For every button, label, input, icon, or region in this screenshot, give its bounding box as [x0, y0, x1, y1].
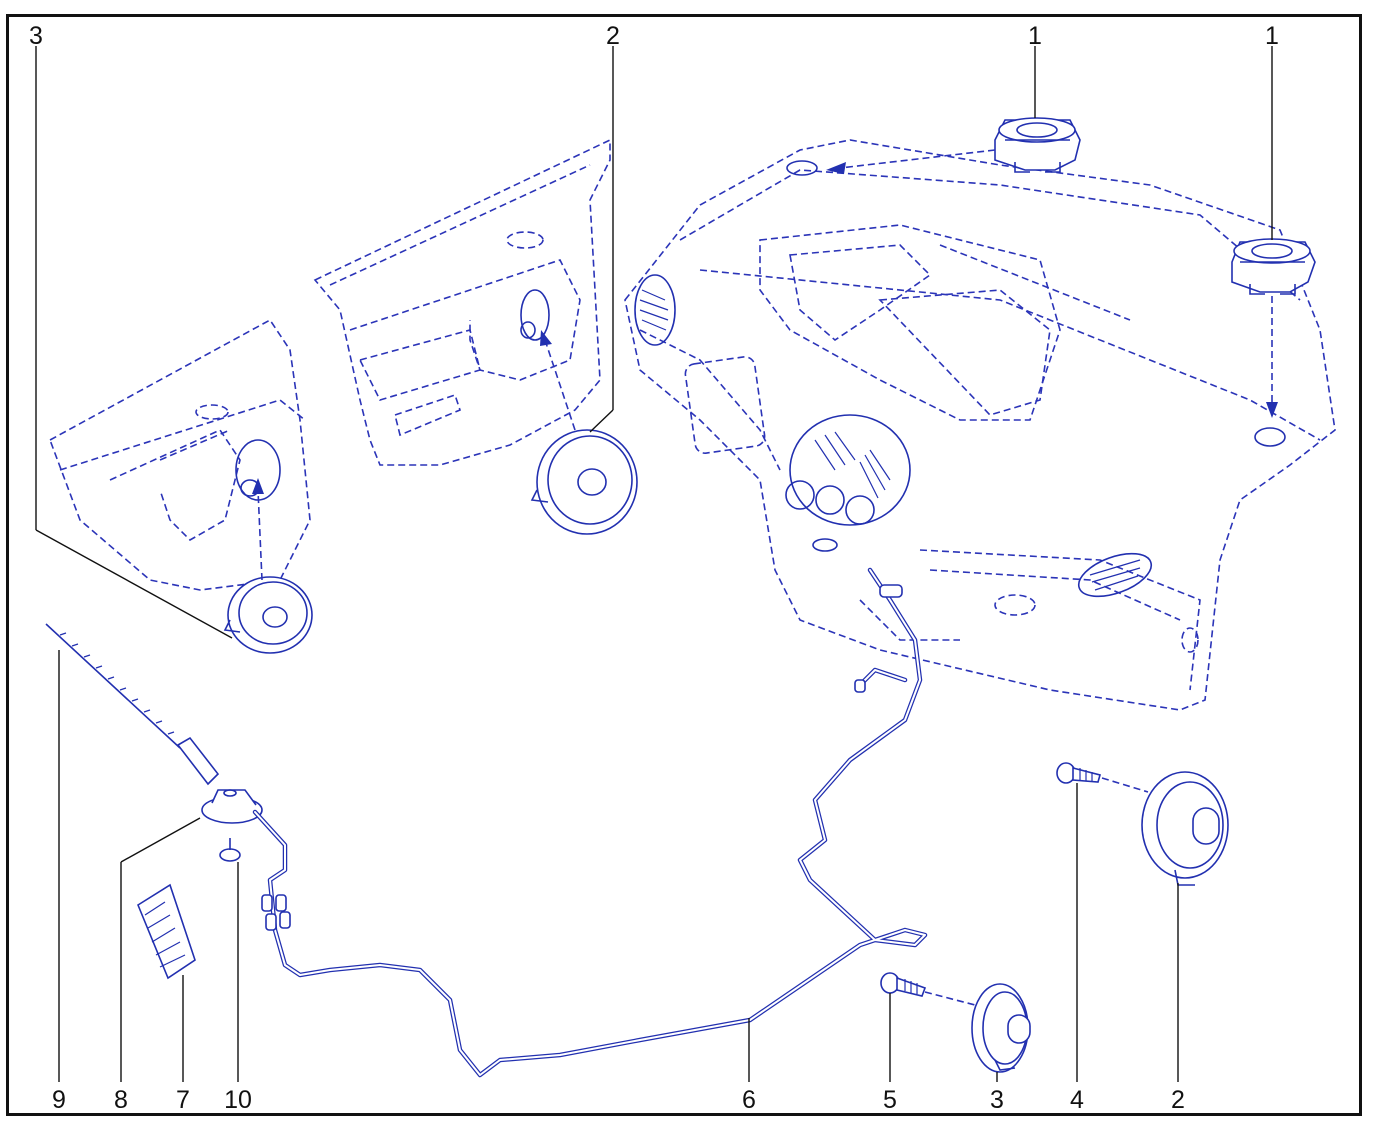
tweeter-upper-guide [839, 149, 996, 169]
callout-label-5: 5 [883, 1086, 897, 1114]
antenna-cover-clip [137, 883, 196, 980]
callout-label-2-bottom: 2 [1171, 1086, 1185, 1114]
callout-label-9: 9 [52, 1086, 66, 1114]
tweeter-speaker-lower [1231, 238, 1316, 295]
callout-label-1-upper-tweeter: 1 [1028, 22, 1042, 50]
side-speaker-large [1141, 771, 1229, 886]
callout-label-3-top: 3 [29, 22, 43, 50]
diagram-frame [6, 14, 1362, 1116]
arrow-icon [826, 162, 846, 174]
arrow-icon [540, 330, 552, 346]
tweeter-speaker-upper [994, 117, 1081, 173]
antenna-cable [252, 567, 928, 1078]
dashboard-vent-left [634, 274, 676, 346]
arrow-icon [252, 478, 264, 494]
rear-speaker-guide [257, 489, 263, 581]
callout-label-8: 8 [114, 1086, 128, 1114]
dashboard-vent-right [1077, 552, 1153, 598]
front-door-panel-outline [313, 138, 611, 466]
front-door-speaker [530, 429, 638, 535]
callout-label-4: 4 [1070, 1086, 1084, 1114]
antenna-base [201, 789, 263, 824]
callout-label-2-top: 2 [606, 22, 620, 50]
dashboard-outline [624, 139, 1336, 711]
antenna-nut [219, 838, 241, 862]
callout-label-6: 6 [742, 1086, 756, 1114]
screw-large-guide [1101, 777, 1149, 793]
leader-lines [35, 46, 1273, 1082]
callout-label-7: 7 [176, 1086, 190, 1114]
front-speaker-guide [544, 339, 576, 431]
callout-label-10: 10 [224, 1086, 252, 1114]
callout-label-1-lower-tweeter: 1 [1265, 22, 1279, 50]
antenna-mast [45, 623, 220, 786]
rear-door-panel-outline [49, 318, 311, 591]
dash-tweeter-socket-left [786, 160, 818, 176]
callout-label-3-bottom: 3 [990, 1086, 1004, 1114]
side-speaker-small [971, 983, 1031, 1073]
screw-small-guide [924, 991, 976, 1006]
arrow-icon [1266, 402, 1278, 418]
screw-small [880, 972, 927, 997]
screw-large [1056, 762, 1101, 784]
dashboard-vent-center [785, 414, 911, 552]
rear-door-speaker [223, 576, 313, 654]
dash-tweeter-socket-right [1254, 427, 1286, 447]
